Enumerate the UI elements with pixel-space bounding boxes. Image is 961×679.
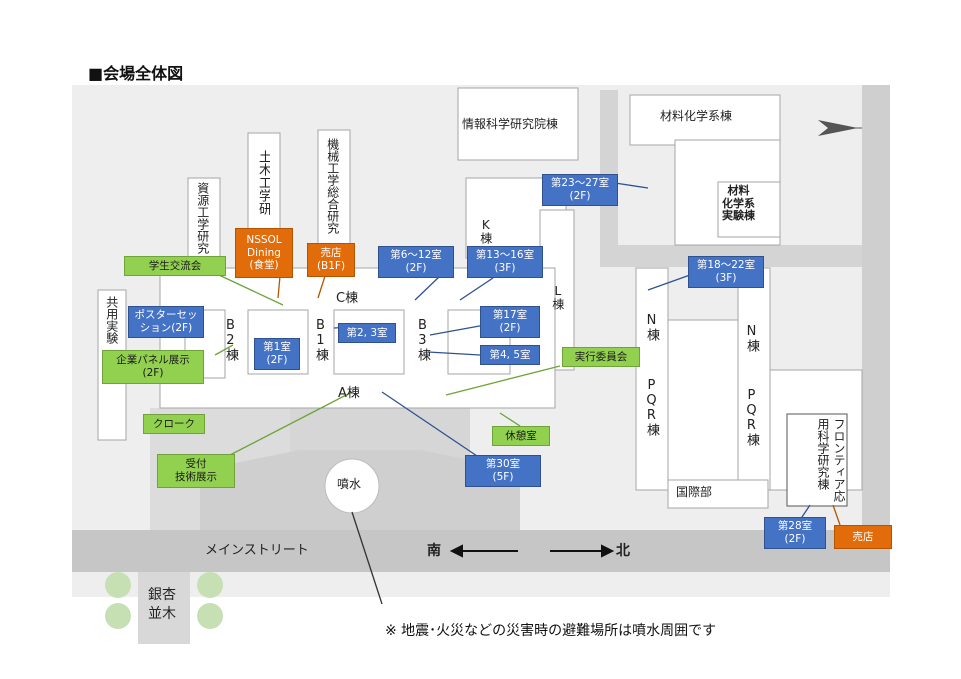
building-c: C棟 — [336, 291, 359, 306]
tree — [105, 572, 131, 598]
callout-room-1: 第1室 (2F) — [254, 338, 300, 370]
direction-arrows — [449, 544, 615, 558]
frontier-building — [786, 413, 848, 507]
callout-reception: 受付 技術展示 — [157, 454, 235, 488]
main-street-label: メインストリート — [205, 543, 309, 558]
page-title: ■会場全体図 — [88, 64, 184, 83]
callout-room-23-27: 第23～27室 (2F) — [542, 174, 618, 206]
north-road-vertical — [600, 90, 618, 250]
building-l: L棟 — [550, 284, 565, 310]
ginkgo-label: 銀杏 並木 — [148, 587, 176, 622]
evacuation-note: ※ 地震･火災などの災害時の避難場所は噴水周囲です — [385, 623, 717, 639]
building-b3: B3棟 — [414, 318, 430, 361]
building-pqr-right: PQR棟 — [743, 388, 759, 446]
callout-company-panel: 企業パネル展示 (2F) — [102, 350, 204, 384]
north-label: 北 — [616, 543, 630, 559]
fountain-label: 噴水 — [337, 477, 362, 491]
building-k: K棟 — [478, 218, 492, 244]
callout-room-6-12: 第6～12室 (2F) — [378, 246, 454, 278]
callout-room-18-22: 第18～22室 (3F) — [688, 256, 764, 288]
building-pqr-left: PQR棟 — [643, 378, 659, 436]
callout-room-28: 第28室 (2F) — [764, 517, 826, 549]
building-doboku: 土木工学研 — [255, 150, 270, 215]
callout-nssol-dining: NSSOL Dining (食堂) — [235, 228, 293, 278]
callout-rest-room: 休憩室 — [492, 426, 550, 446]
callout-committee: 実行委員会 — [562, 347, 640, 367]
compass-icon — [818, 120, 862, 136]
building-n-left: N棟 — [643, 313, 659, 341]
tree — [105, 603, 131, 629]
callout-room-17: 第17室 (2F) — [480, 306, 540, 338]
building-zairyo: 材料化学系棟 — [660, 109, 733, 123]
callout-poster-session: ポスターセッ ション(2F) — [128, 306, 204, 338]
callout-shop: 売店 — [834, 525, 892, 549]
ginkgo-path — [138, 572, 190, 644]
building-a: A棟 — [338, 386, 360, 401]
building-kokusai: 国際部 — [676, 485, 713, 499]
callout-shop-b1f: 売店 (B1F) — [307, 243, 355, 277]
building-frontier: フロンティア応用科学研究棟 — [816, 418, 846, 502]
building-n-right: N棟 — [743, 324, 759, 352]
building-zairyo-jikken: 材料 化学系 実験棟 — [722, 184, 755, 223]
building-b2: B2棟 — [222, 318, 238, 361]
building-kyoyo: 共用実験 — [104, 296, 118, 344]
building-joho: 情報科学研究院棟 — [462, 117, 559, 131]
callout-room-2-3: 第2, 3室 — [338, 323, 396, 343]
callout-room-13-16: 第13～16室 (3F) — [467, 246, 543, 278]
tree — [197, 603, 223, 629]
tree — [197, 572, 223, 598]
callout-room-30: 第30室 (5F) — [465, 455, 541, 487]
callout-room-4-5: 第4, 5室 — [480, 345, 540, 365]
building-shigen: 資源工学研究 — [195, 182, 209, 254]
south-label: 南 — [427, 543, 441, 559]
callout-cloakroom: クローク — [143, 414, 205, 434]
building-b1: B1棟 — [312, 318, 328, 361]
callout-student-exchange: 学生交流会 — [124, 256, 226, 276]
building-kikai: 機械工学総合研究 — [325, 138, 339, 234]
east-road — [862, 85, 890, 530]
